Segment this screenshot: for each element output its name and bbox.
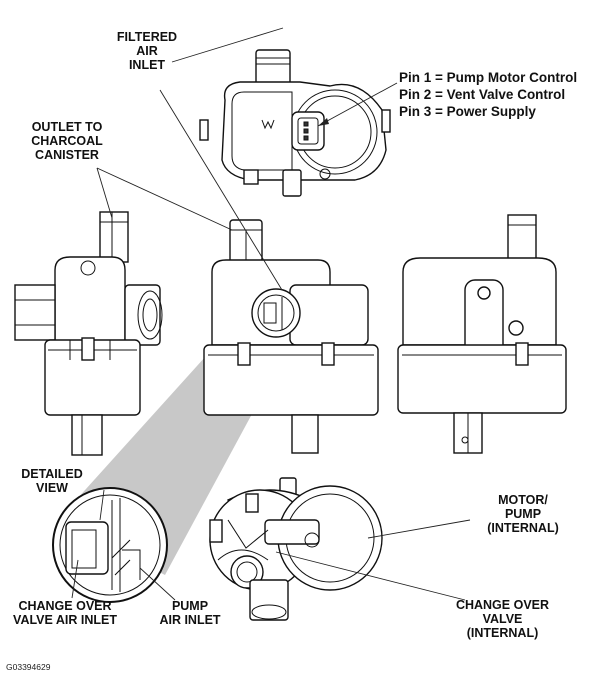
label-motor-pump-internal: MOTOR/ PUMP (INTERNAL): [487, 493, 559, 535]
label-filtered-air-inlet: FILTERED AIR INLET: [116, 30, 178, 72]
label-change-over-valve-air-inlet: CHANGE OVER VALVE AIR INLET: [13, 599, 117, 627]
label-pump-air-inlet: PUMP AIR INLET: [159, 599, 221, 627]
label-detailed-view: DETAILED VIEW: [21, 467, 83, 495]
side-view-left: [14, 211, 163, 456]
label-outlet-to-charcoal-canister: OUTLET TO CHARCOAL CANISTER: [31, 120, 103, 162]
top-view: [199, 49, 391, 197]
pin-3-text: Pin 3 = Power Supply: [399, 104, 536, 119]
label-change-over-valve-internal: CHANGE OVER VALVE (INTERNAL): [455, 598, 550, 640]
pin-legend: Pin 1 = Pump Motor Control Pin 2 = Vent …: [399, 69, 577, 120]
figure-code: G03394629: [6, 662, 51, 672]
side-view-right: [397, 214, 567, 454]
detailed-view-circle: [52, 487, 168, 603]
front-view-center: [203, 219, 379, 454]
bottom-view: [209, 477, 383, 621]
pin-2-text: Pin 2 = Vent Valve Control: [399, 87, 566, 102]
leader-lines: [71, 27, 471, 601]
pin-1-text: Pin 1 = Pump Motor Control: [399, 70, 578, 85]
